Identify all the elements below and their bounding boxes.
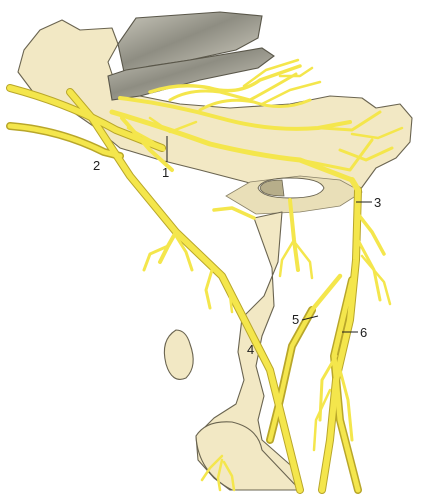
callout-2: 2 — [93, 158, 100, 173]
callout-1: 1 — [162, 165, 169, 180]
callout-4: 4 — [247, 342, 254, 357]
callout-6: 6 — [360, 325, 367, 340]
callout-5: 5 — [292, 312, 299, 327]
limb-bone-bulge — [164, 330, 193, 379]
callout-3: 3 — [374, 195, 381, 210]
